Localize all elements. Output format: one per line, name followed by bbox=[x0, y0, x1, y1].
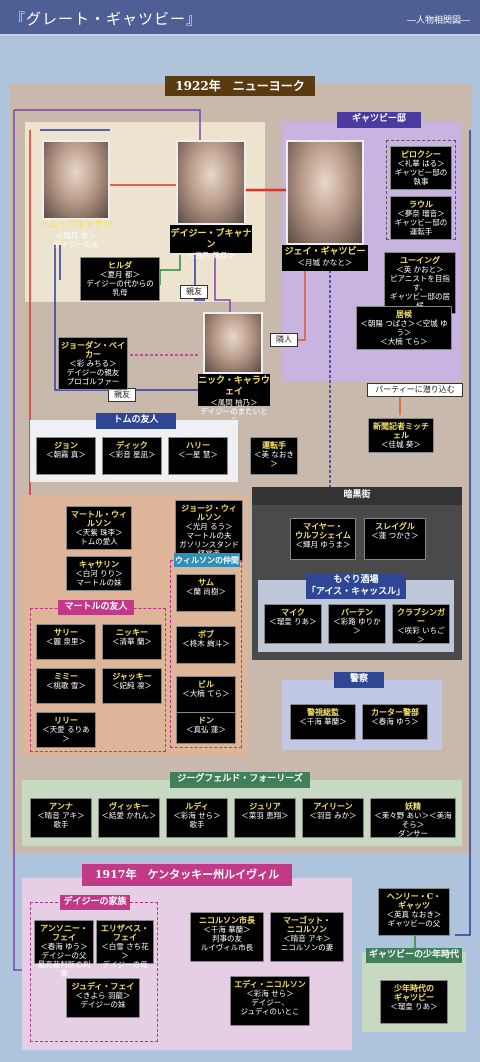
chip-nicholson: ニコルソン市長＜千海 華蘭＞判事の友 ルイヴィル市長 bbox=[190, 912, 264, 962]
caption-daisy-bg bbox=[170, 225, 252, 253]
tom-actor: ＜瑞月 杏＞ bbox=[56, 231, 96, 240]
chip-driver: 運転手＜美 なおき＞ bbox=[250, 437, 298, 475]
chip-john: ジョン＜朝霧 真＞ bbox=[36, 437, 96, 475]
page-title: 『グレート・ギャツビー』 bbox=[10, 10, 203, 28]
chip-catherine: キャサリン＜白河 りり＞マートルの妹 bbox=[66, 556, 132, 591]
chip-rudy: ルディ＜彩海 せら＞歌手 bbox=[166, 798, 228, 838]
chip-george: ジョージ・ウィルソン＜光月 るう＞マートルの夫 ガソリンスタンド経営者 bbox=[175, 500, 243, 562]
chip-dick: ディック＜彩音 星凪＞ bbox=[102, 437, 162, 475]
chip-henry: ヘンリー・C・ ギャッツ＜英真 なおき＞ギャツビーの父 bbox=[378, 888, 450, 936]
chip-bob: ボブ＜柊木 絢斗＞ bbox=[176, 626, 236, 664]
youth-heading: ギャツビーの少年時代 bbox=[366, 948, 462, 963]
chip-mimi: ミミー＜桃歌 雪＞ bbox=[36, 668, 96, 704]
wilson-friends-heading: ウィルソンの仲間 bbox=[174, 553, 240, 567]
line-hilda-daisy bbox=[159, 255, 181, 285]
photo-nick bbox=[203, 312, 263, 374]
underworld-heading: 暗黒街 bbox=[252, 487, 462, 505]
chip-club: クラブシンガー＜咲彩 いちご＞ bbox=[392, 604, 450, 644]
tom-desc: デイジーの夫 bbox=[53, 240, 99, 249]
caption-nick-bg bbox=[198, 374, 270, 406]
page-header: 『グレート・ギャツビー』 ―人物相関図― bbox=[0, 0, 480, 36]
chip-judy: ジュディ・フェイ＜きよら 羽龍＞デイジーの妹 bbox=[66, 978, 140, 1018]
daisy-actor: ＜海乃 美月＞ bbox=[187, 251, 235, 260]
photo-gatsby bbox=[286, 140, 364, 245]
chip-vicky: ヴィッキー＜結愛 かれん＞ bbox=[98, 798, 160, 838]
chip-hilda: ヒルダ＜夏月 都＞デイジーの代からの 乳母 bbox=[80, 257, 160, 301]
line-daisy-nick2 bbox=[214, 255, 231, 318]
line-tom-nick bbox=[54, 245, 200, 391]
chip-raul: ラウル＜夢奈 瑠音＞ギャツビー邸の運転手 bbox=[390, 196, 452, 240]
chip-lily: リリー＜天愛 るりあ＞ bbox=[36, 712, 96, 748]
ny-1922-heading: 1922年 ニューヨーク bbox=[165, 76, 315, 96]
line-gatsby-nick bbox=[270, 270, 306, 341]
myrtle-friends-heading: マートルの友人 bbox=[58, 600, 134, 615]
chip-michael: 新聞記者ミッチェル＜佳城 葵＞ bbox=[368, 418, 434, 453]
chip-myrtle: マートル・ウィルソン＜天紫 珠李＞トムの愛人 bbox=[66, 506, 132, 550]
chip-jordan: ジョーダン・ベイカー＜彩 みちる＞デイジーの親友 プロゴルファー bbox=[58, 337, 128, 390]
chip-sklegle: スレイグル＜蓮 つかさ＞ bbox=[364, 518, 426, 560]
label-shinyu2: 親友 bbox=[108, 388, 136, 402]
photo-daisy bbox=[176, 140, 246, 225]
caption-gatsby: ジェイ・ギャツビー ＜月城 かなと＞ bbox=[282, 247, 368, 267]
daisy-name: デイジー・ブキャナン bbox=[170, 229, 252, 250]
chip-anthony: アンソニー・フェイ＜春海 ゆう＞デイジーの父 最高裁判所の判事 bbox=[34, 920, 94, 978]
chip-irene: アイリーン＜羽音 みか＞ bbox=[302, 798, 364, 838]
chip-hatsu: 妖精＜茉々野 あい＞＜美海 そら＞ダンサー bbox=[370, 798, 456, 838]
label-rinjin: 隣人 bbox=[270, 333, 298, 347]
follies-heading: ジーグフェルド・フォーリーズ bbox=[170, 772, 310, 788]
chip-ewing: ユーイング＜英 かおと＞ピアニストを目指す、 ギャツビー邸の居候 bbox=[384, 252, 456, 314]
chip-bill: ビル＜大楠 てら＞ bbox=[176, 676, 236, 714]
chip-sam: サム＜蘭 尚樹＞ bbox=[176, 574, 236, 612]
gatsby-name: ジェイ・ギャツビー bbox=[284, 247, 366, 257]
line-gatsby-henry bbox=[455, 130, 471, 936]
chip-elizabeth: エリザベス・フェイ＜白雪 さち花＞デイジーの母 bbox=[96, 920, 154, 969]
gatsby-house-heading: ギャツビー邸 bbox=[337, 112, 421, 128]
kentucky-heading: 1917年 ケンタッキー州ルイヴィル bbox=[82, 864, 292, 886]
page-subtitle: ―人物相関図― bbox=[406, 16, 470, 26]
caption-daisy: デイジー・ブキャナン ＜海乃 美月＞ bbox=[170, 229, 252, 260]
chip-harry: ハリー＜一星 慧＞ bbox=[168, 437, 228, 475]
chip-keishi: 警視総監＜千海 華蘭＞ bbox=[290, 704, 356, 740]
chip-sally: サリー＜麗 泉里＞ bbox=[36, 624, 96, 660]
label-party: パーティーに潜り込む bbox=[367, 383, 463, 397]
chip-young-gatsby: 少年時代の ギャツビー＜瑠皇 りあ＞ bbox=[380, 980, 448, 1024]
chip-pirokushi: ピロクシー＜礼華 はる＞ギャツビー邸の執事 bbox=[390, 146, 452, 190]
chip-anna: アンナ＜晴音 アキ＞歌手 bbox=[30, 798, 92, 838]
chip-don: ドン＜真弘 蓮＞ bbox=[176, 712, 236, 744]
line-daisy-top bbox=[14, 109, 201, 140]
tom-friends-heading: トムの友人 bbox=[96, 413, 176, 429]
tom-name: トム・ブキャナン bbox=[39, 220, 112, 230]
chip-eddie: エディ・ニコルソン＜彩海 せら＞デイジー、 ジュディのいとこ bbox=[230, 976, 310, 1026]
ice-castle-heading: もぐり酒場 「アイス・キャッスル」 bbox=[306, 573, 406, 599]
caption-gatsby-bg bbox=[282, 245, 368, 271]
daisy-family-heading: デイジーの家族 bbox=[60, 895, 130, 910]
label-shinyu: 親友 bbox=[180, 285, 208, 299]
line-daisy-nick bbox=[194, 255, 205, 301]
chip-mike: マイク＜瑠皇 りあ＞ bbox=[264, 604, 322, 644]
chip-jackie: ジャッキー＜妃純 凛＞ bbox=[102, 668, 162, 704]
chip-margot: マーゴット・ ニコルソン＜晴音 アキ＞ニコルソンの妻 bbox=[270, 912, 344, 962]
chip-carter: カーター警部＜春海 ゆう＞ bbox=[362, 704, 428, 740]
photo-tom bbox=[42, 140, 110, 220]
chip-meyer: マイヤー・ ウルフシェイム＜輝月 ゆうま＞ bbox=[290, 518, 356, 560]
caption-tom: トム・ブキャナン ＜瑞月 杏＞ デイジーの夫 bbox=[30, 220, 122, 249]
caption-nick: ニック・キャラウェイ ＜風間 柚乃＞ デイジーのまたいとこ bbox=[198, 376, 270, 425]
gatsby-actor: ＜月城 かなと＞ bbox=[297, 258, 353, 267]
chip-iso: 居候＜朝陽 つばさ＞＜空城 ゆう＞＜大楠 てら＞ bbox=[356, 306, 452, 350]
police-heading: 警察 bbox=[334, 672, 384, 688]
chip-julia: ジュリア＜菜羽 恵翔＞ bbox=[234, 798, 296, 838]
nick-actor: ＜風間 柚乃＞ bbox=[210, 398, 258, 407]
nick-name: ニック・キャラウェイ bbox=[198, 376, 270, 397]
chip-bartender: バーテン＜彩路 ゆりか＞ bbox=[328, 604, 386, 644]
chip-nicky: ニッキー＜清華 蘭＞ bbox=[102, 624, 162, 660]
